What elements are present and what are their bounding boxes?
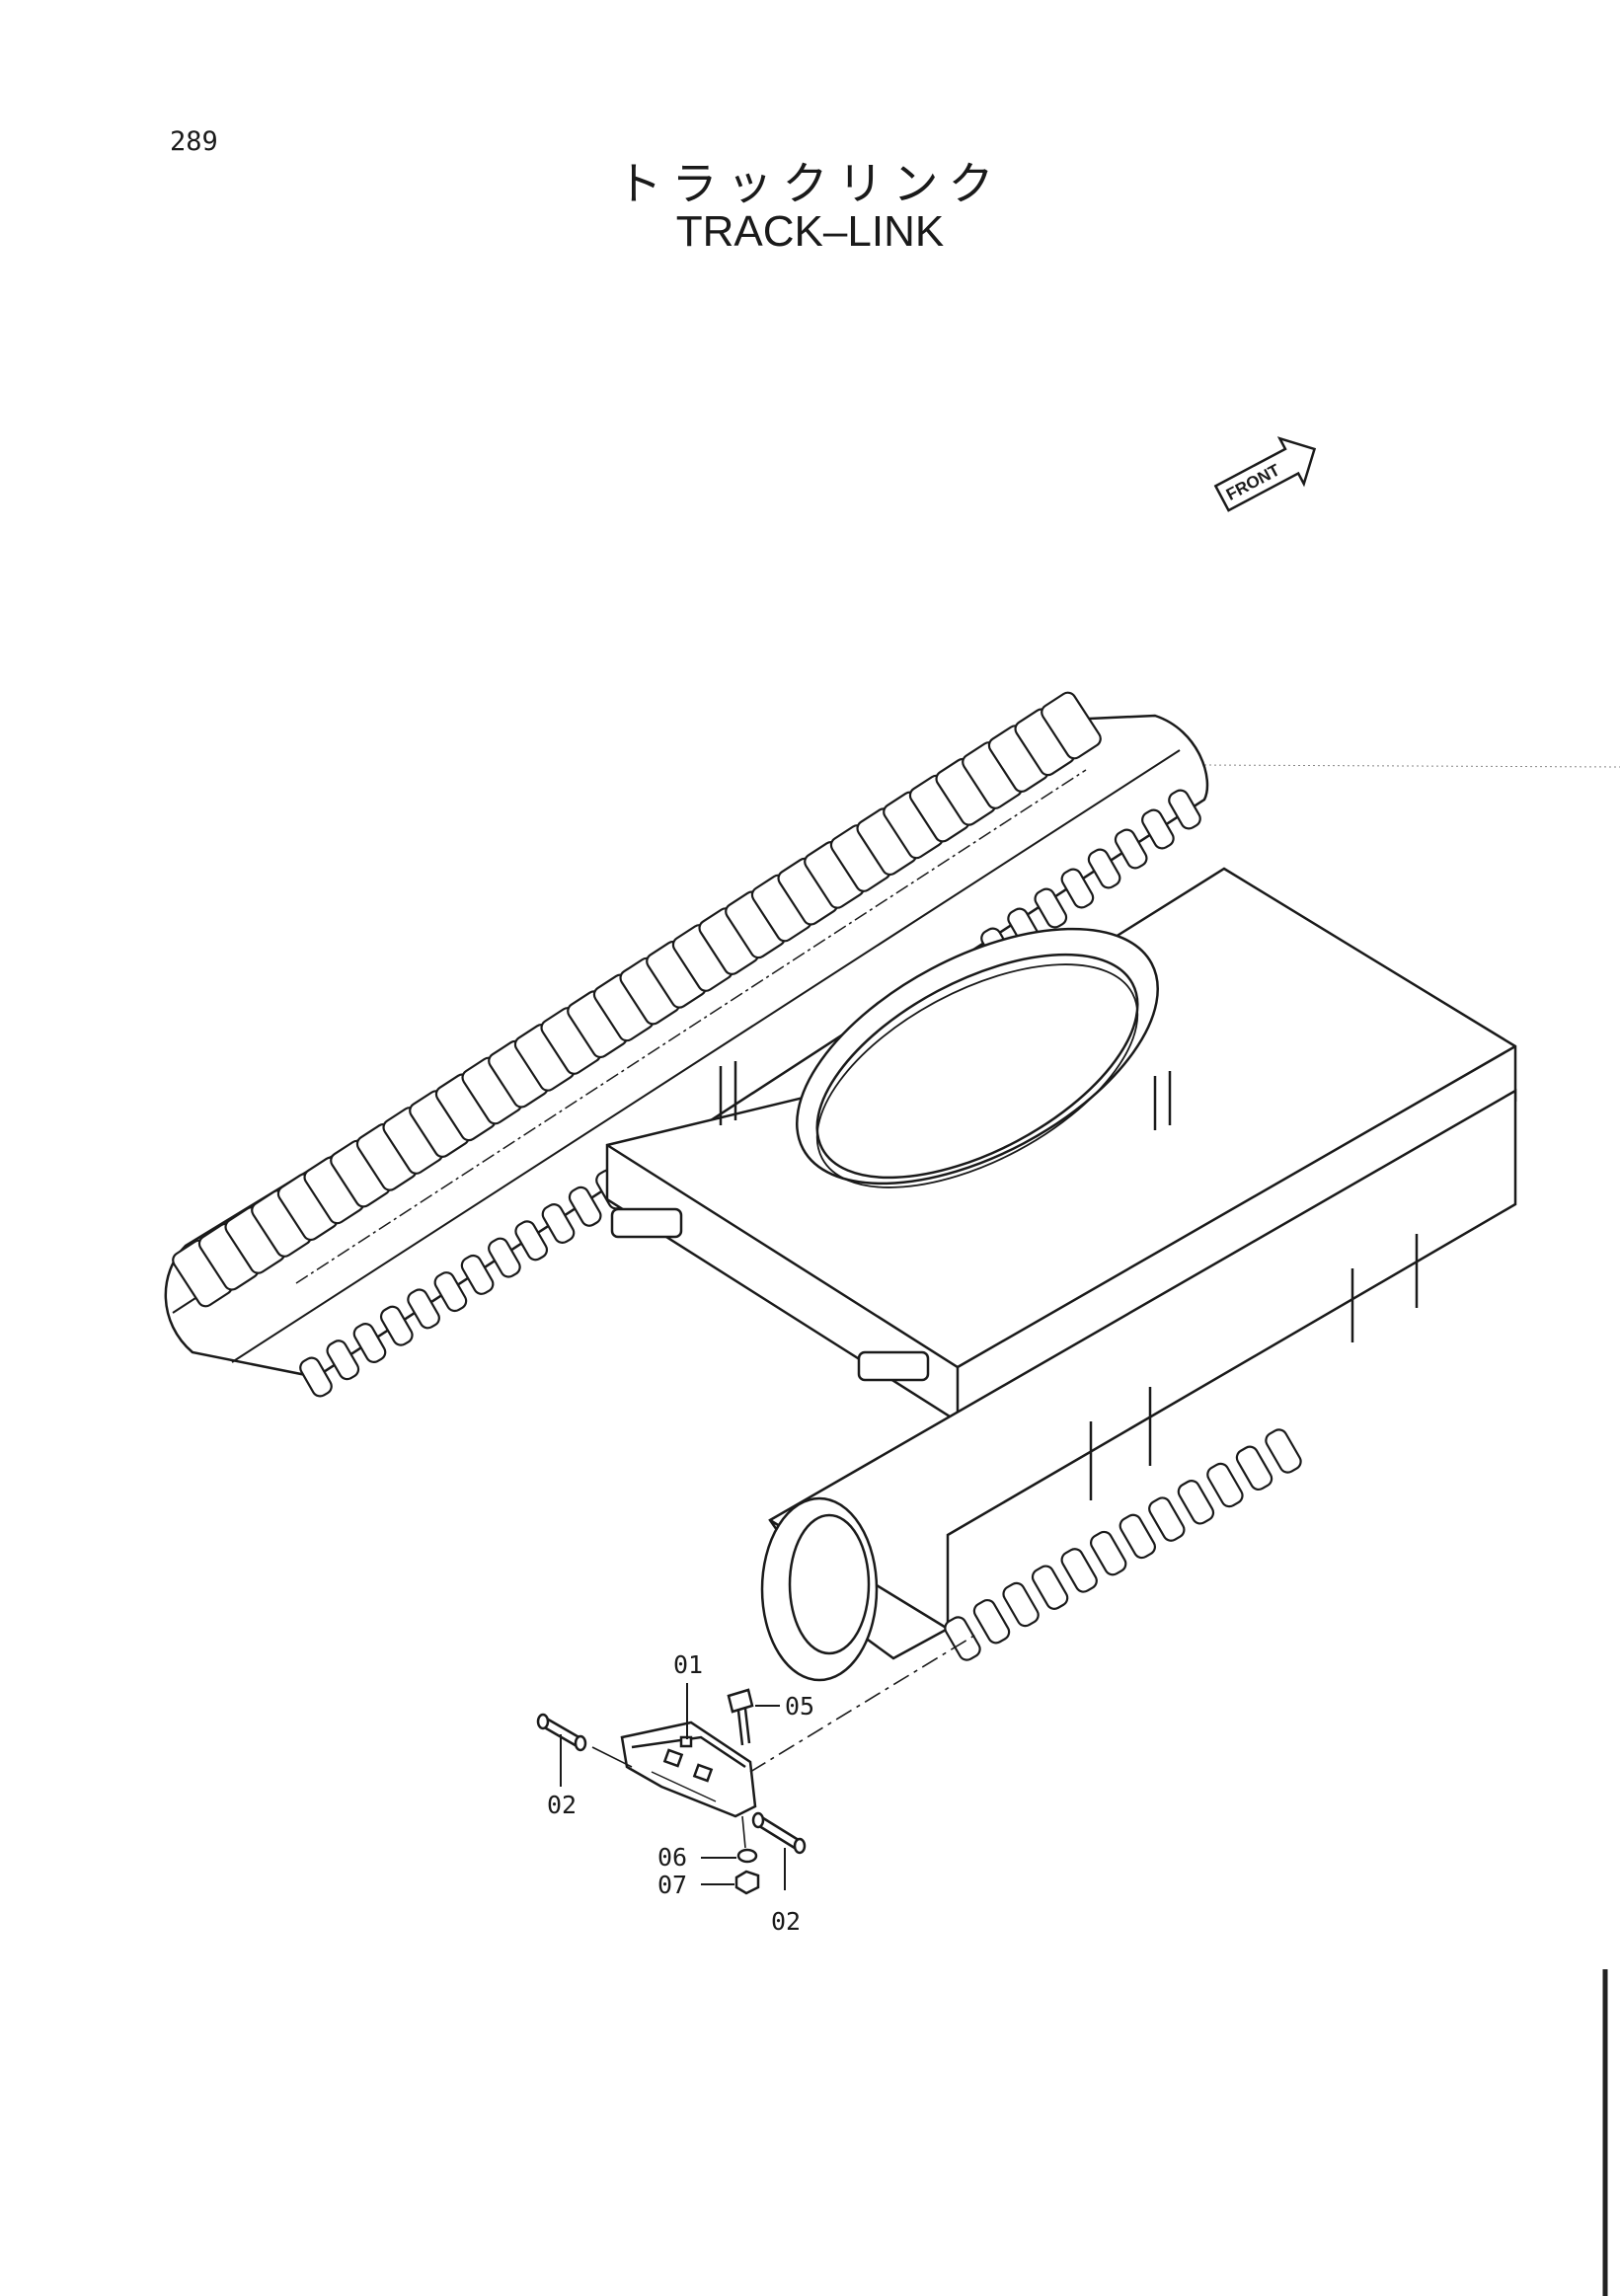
track-shoe xyxy=(1206,1462,1244,1508)
track-shoe xyxy=(460,1254,495,1295)
track-pin-right-icon xyxy=(751,1811,807,1855)
track-shoe xyxy=(1031,1565,1069,1610)
page-number: 289 xyxy=(170,126,218,157)
track-shoe xyxy=(514,1220,549,1262)
label-06: 06 xyxy=(657,1843,687,1872)
track-shoe xyxy=(1034,887,1068,929)
track-shoe xyxy=(379,1305,414,1346)
track-shoe xyxy=(488,1237,521,1278)
track-shoe xyxy=(1002,1581,1040,1628)
bolt-icon xyxy=(727,1688,754,1746)
leader-lines xyxy=(560,1633,978,1890)
track-link-icon xyxy=(620,1721,757,1818)
track-shoe xyxy=(352,1323,387,1363)
track-shoe xyxy=(299,1356,333,1398)
track-shoe xyxy=(541,1203,576,1244)
lower-track-links xyxy=(944,1428,1302,1661)
track-shoe xyxy=(1177,1480,1215,1525)
crop-guide-line xyxy=(1198,764,1620,768)
track-shoe xyxy=(1168,789,1201,830)
track-frame xyxy=(605,867,1517,1682)
page-title-japanese: トラックリンク xyxy=(616,157,1004,210)
label-07: 07 xyxy=(657,1871,687,1899)
track-shoe xyxy=(568,1186,602,1227)
track-shoe xyxy=(1087,848,1121,889)
track-shoe xyxy=(433,1271,468,1313)
track-shoe xyxy=(1235,1445,1273,1492)
upper-track-shoes xyxy=(172,691,1102,1308)
label-05: 05 xyxy=(785,1692,814,1721)
exploded-parts xyxy=(536,1688,807,1895)
track-shoe xyxy=(1060,868,1095,909)
front-arrow-icon: FRONT xyxy=(1213,436,1317,512)
page-title-english: TRACK–LINK xyxy=(675,207,945,256)
track-shoe xyxy=(1141,808,1175,850)
nut-icon xyxy=(734,1870,760,1895)
track-shoe xyxy=(326,1339,360,1381)
label-02-right: 02 xyxy=(771,1907,801,1936)
track-shoe xyxy=(972,1598,1011,1645)
track-shoe xyxy=(1041,691,1102,760)
track-shoe xyxy=(1148,1496,1186,1542)
track-shoe xyxy=(1060,1548,1098,1593)
track-shoe xyxy=(1265,1428,1302,1474)
track-shoe xyxy=(1090,1530,1127,1576)
track-shoe xyxy=(1114,828,1148,870)
track-shoe xyxy=(1119,1513,1156,1560)
track-shoe xyxy=(944,1616,981,1661)
track-shoe xyxy=(407,1288,440,1330)
washer-icon xyxy=(736,1848,758,1864)
label-02-left: 02 xyxy=(547,1791,577,1819)
label-01: 01 xyxy=(673,1650,703,1679)
